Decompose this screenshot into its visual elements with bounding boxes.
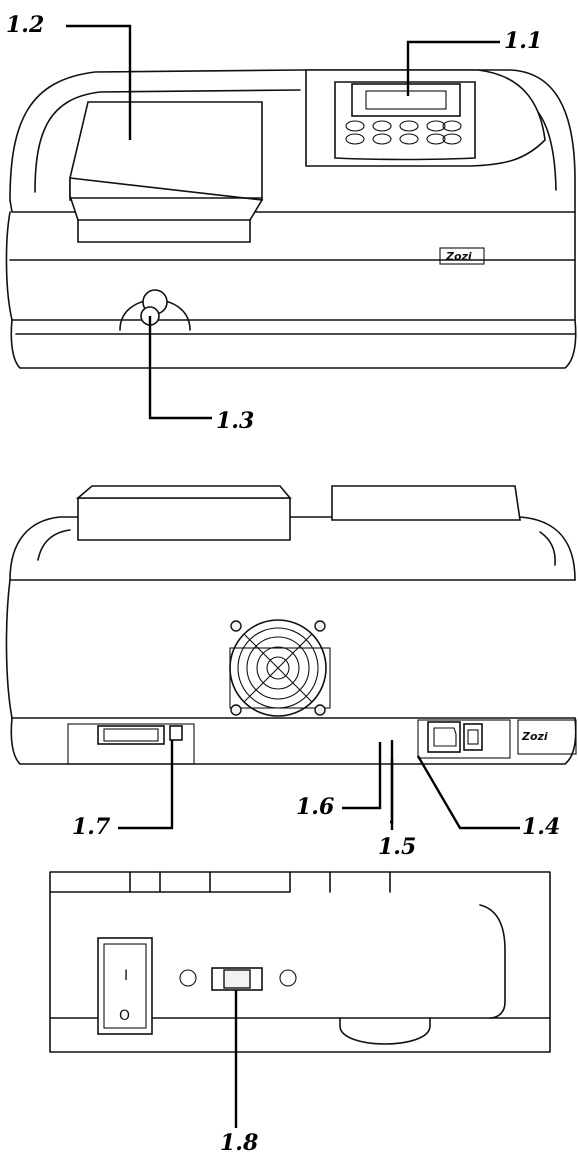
callout-1-4: 1.4 (522, 814, 560, 840)
sample-compartment-lid (69, 101, 264, 243)
switch-on-mark: I (124, 968, 128, 984)
brand-badge-front: Zozi (439, 247, 485, 265)
switch-detail-view: I O (49, 871, 551, 1053)
front-view: Zozi (5, 69, 577, 369)
control-panel (305, 69, 546, 167)
callout-1-2: 1.2 (6, 12, 44, 38)
callout-labels: 1.2 1.1 1.3 1.6 1.7 1.4 1.5 1.8 (6, 12, 560, 1156)
switch-off-mark: O (119, 1008, 130, 1024)
rear-view: Zozi (5, 485, 577, 765)
wavelength-knob[interactable] (119, 289, 191, 331)
brand-label-front: Zozi (445, 250, 472, 263)
brand-badge-rear: Zozi (517, 719, 577, 755)
callout-1-8: 1.8 (220, 1130, 258, 1156)
callout-1-5: 1.5 (378, 834, 416, 860)
screw-right (279, 969, 297, 987)
fuse-holder (463, 723, 483, 751)
cooling-fan-grille (229, 619, 331, 717)
callout-1-3: 1.3 (216, 408, 254, 434)
power-socket (427, 721, 461, 753)
power-switch[interactable]: I O (97, 937, 153, 1035)
lcd-display (351, 83, 461, 117)
callout-1-7: 1.7 (72, 814, 111, 840)
screw-left (179, 969, 197, 987)
serial-port (97, 725, 183, 745)
callout-1-1: 1.1 (504, 28, 542, 54)
leader-lines (66, 24, 520, 1128)
brand-label-rear: Zozi (521, 730, 548, 743)
callout-1-6: 1.6 (296, 794, 334, 820)
keypad (345, 120, 462, 145)
selector-switch[interactable] (211, 967, 263, 991)
